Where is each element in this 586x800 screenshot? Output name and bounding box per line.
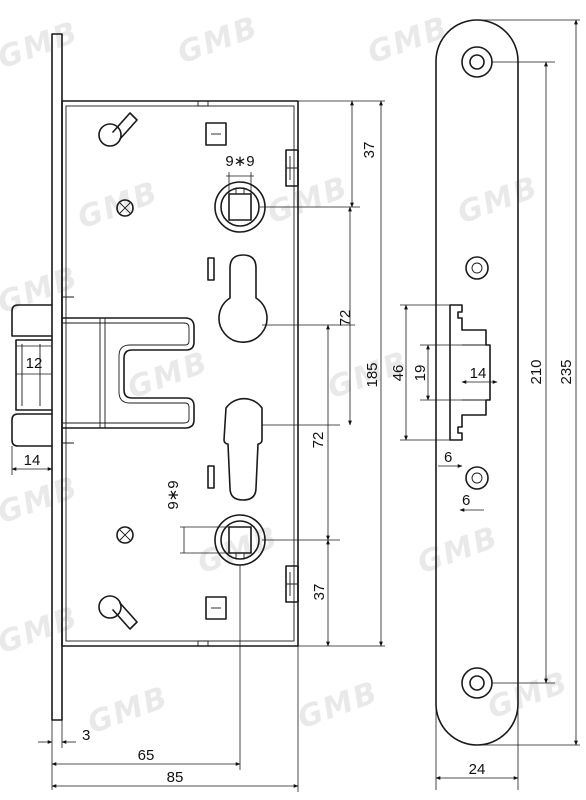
ext-line	[260, 100, 385, 647]
lever-arm-top	[112, 112, 138, 140]
lock-case-inner	[65, 105, 295, 642]
screw-upper-cross	[119, 202, 131, 214]
slot-mid-lower	[207, 465, 215, 489]
strike-hole-mid	[465, 256, 489, 280]
cylinder-cutout	[218, 254, 268, 343]
latch-bolt-lower	[15, 339, 53, 411]
dim-6a-label: 6	[444, 449, 452, 466]
follower-lower-notch	[235, 553, 245, 560]
dim-square-top-label: 9∗9	[225, 153, 254, 170]
watermark: GMB	[483, 665, 573, 726]
watermark: GMB	[363, 10, 453, 71]
screw-upper	[116, 199, 134, 217]
watermark: GMB	[263, 170, 353, 231]
watermark: GMB	[0, 15, 83, 76]
cylinder-cutout-lower	[223, 397, 263, 501]
watermark: GMB	[73, 175, 163, 236]
dimensions-lock-body: 37 9∗9 72 72 185 37 9∗9 12 14	[11, 100, 385, 792]
lock-body-view	[11, 33, 299, 721]
strike-hole-lower-inner	[471, 472, 483, 484]
strike-hole-lower	[465, 466, 489, 490]
lever-arm-bottom	[112, 602, 138, 630]
dim-12-label: 12	[26, 355, 43, 372]
side-latch-top	[285, 149, 299, 187]
dim-185-label: 185	[364, 362, 381, 387]
strike-plate-view	[435, 19, 519, 746]
dim-65-label: 65	[138, 747, 155, 764]
dead-bolt	[11, 413, 53, 447]
dim-85-label: 85	[167, 769, 184, 786]
dim-square-bottom-label: 9∗9	[165, 480, 182, 509]
watermark: GMB	[123, 345, 213, 406]
watermark: GMB	[193, 520, 283, 581]
side-latch-top-detail	[286, 156, 298, 180]
follower-upper-outer	[214, 181, 266, 233]
dimensions-strike: 46 19 14 6 6 210 235 24	[390, 19, 580, 790]
strike-hole-mid-inner	[471, 262, 483, 274]
latch-bolt	[11, 304, 53, 337]
strike-screw-hole-bottom	[461, 667, 493, 699]
dim-37-bottom-label: 37	[311, 584, 328, 601]
dim-14-strike-label: 14	[470, 365, 487, 382]
watermark: GMB	[453, 170, 543, 231]
follower-upper-notch	[235, 187, 245, 194]
dim-210-label: 210	[528, 359, 545, 384]
dim-19-label: 19	[412, 365, 429, 382]
watermark: GMB	[0, 600, 83, 661]
watermark: GMB	[293, 675, 383, 736]
dim-6b-label: 6	[462, 492, 470, 509]
watermark: GMB	[173, 10, 263, 71]
strike-screw-hole-top	[461, 46, 493, 78]
watermark: GMB	[83, 680, 173, 741]
follower-lower-square	[228, 526, 252, 554]
case-tab-bottom	[197, 640, 209, 646]
spring-mechanism-inner	[62, 322, 190, 424]
strike-opening	[449, 304, 491, 441]
case-tab-top	[197, 101, 209, 107]
bolt-guide	[62, 296, 74, 444]
dim-46-label: 46	[390, 365, 407, 382]
lever-pivot-bottom	[98, 595, 122, 619]
side-latch-bottom-detail	[286, 572, 298, 596]
strike-screw-hole-top-inner	[469, 54, 485, 70]
dim-14-label: 14	[24, 452, 41, 469]
latch-bolt-detail	[21, 344, 41, 406]
slot-mid-upper	[207, 257, 215, 281]
dim-3-label: 3	[82, 727, 90, 744]
spring-mechanism	[61, 317, 195, 429]
slot-top	[205, 122, 227, 146]
lock-case	[61, 100, 299, 647]
dim-72-lower-label: 72	[310, 432, 327, 449]
lever-pivot-top	[98, 123, 122, 147]
strike-opening-detail	[462, 344, 486, 401]
side-latch-bottom	[285, 565, 299, 603]
screw-lower-cross	[119, 529, 131, 541]
screw-lower	[116, 526, 134, 544]
slot-bottom	[205, 596, 227, 620]
dim-37-top-label: 37	[361, 142, 378, 159]
watermark: GMB	[413, 520, 503, 581]
watermark: GMB	[0, 470, 83, 531]
strike-screw-hole-bottom-inner	[469, 675, 485, 691]
dim-72-upper-label: 72	[337, 310, 354, 327]
dim-235-label: 235	[558, 359, 575, 384]
dim-24-label: 24	[469, 761, 486, 778]
spring-rod	[99, 318, 106, 428]
follower-upper-square	[228, 193, 252, 221]
